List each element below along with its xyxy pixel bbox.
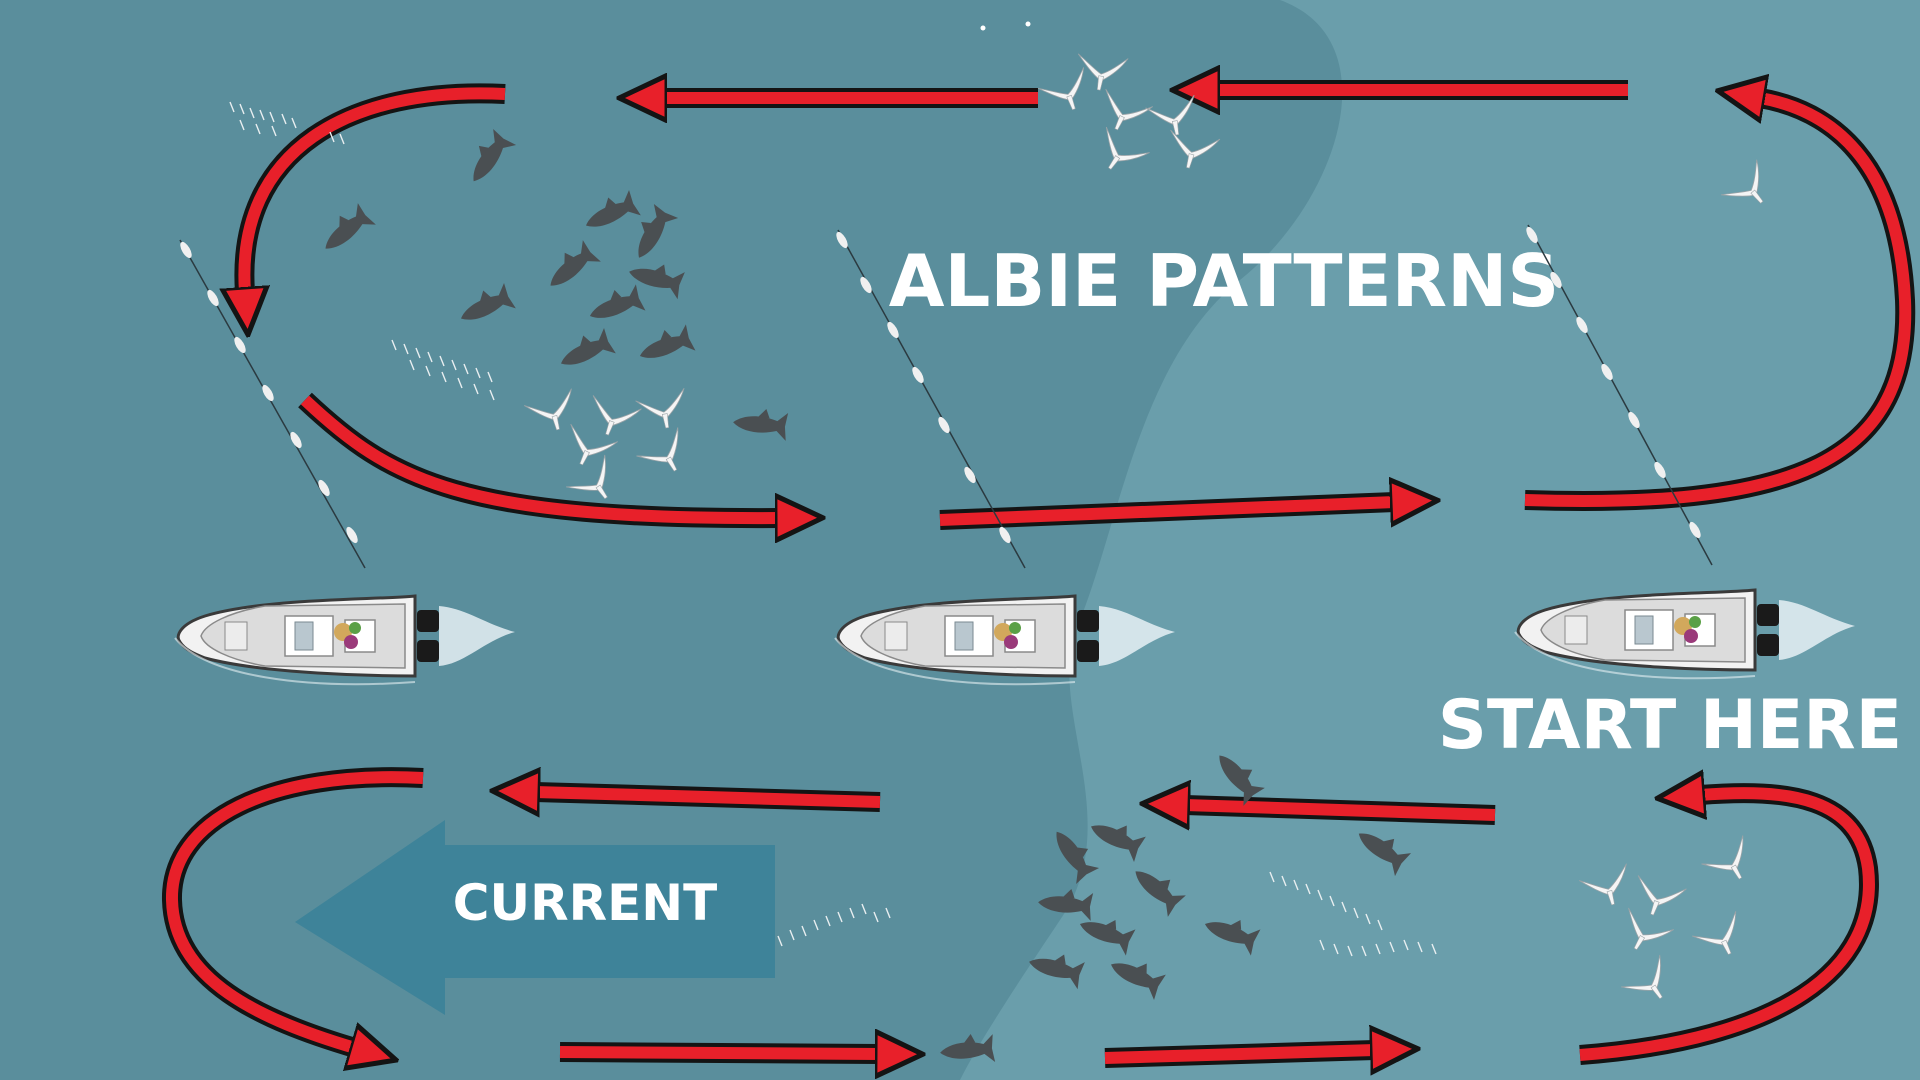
fishing-line-middle (836, 229, 1026, 569)
lure-icon (180, 241, 192, 259)
lure-icon (999, 526, 1011, 544)
lure-icon (346, 526, 358, 544)
route-arrow-bottom-left-curve (161, 767, 424, 1048)
route-arrow-top-left-curve (244, 83, 506, 292)
lure-icon (1601, 363, 1613, 381)
baitfish-school-top-left (229, 101, 345, 145)
fishing-line-left (179, 239, 366, 569)
lure-icon (262, 384, 274, 402)
lure-icon (318, 479, 330, 497)
route-arrow-bottom-3 (559, 1052, 880, 1054)
baitfish-top-specks (980, 21, 1031, 31)
lure-icon (234, 336, 246, 354)
baitfish-school-bottom-left (777, 903, 891, 947)
lure-icon (1628, 411, 1640, 429)
lure-icon (1550, 271, 1562, 289)
current-arrow (295, 820, 775, 1015)
route-arrow-middle-1 (298, 392, 780, 518)
route-arrow-bottom-1 (1185, 805, 1496, 815)
diagram-title: ALBIE PATTERNS (889, 239, 1559, 323)
lure-icon (938, 416, 950, 434)
lure-icon (912, 366, 924, 384)
lure-icon (207, 289, 219, 307)
route-arrow-middle-2 (939, 502, 1395, 530)
route-arrow-bottom-2 (535, 792, 881, 802)
lure-icon (887, 321, 899, 339)
lure-icon (836, 231, 848, 249)
baitfish-school-bottom-right (1269, 871, 1437, 957)
lure-icon (1654, 461, 1666, 479)
lure-icon (1689, 521, 1701, 539)
baitfish-schools (229, 21, 1437, 957)
fishing-line-right (1526, 224, 1713, 566)
current-label: CURRENT (453, 874, 717, 932)
lure-icon (1526, 226, 1538, 244)
route-arrows (161, 83, 1916, 1065)
start-here-label: START HERE (1438, 686, 1902, 765)
route-arrow-bottom-4 (1104, 1050, 1375, 1058)
lure-icon (964, 466, 976, 484)
baitfish-school-middle (391, 339, 495, 401)
lure-icon (290, 431, 302, 449)
fishing-lines (179, 224, 1713, 569)
route-arrow-bottom-right-curve (1579, 793, 1879, 1065)
lure-icon (860, 276, 872, 294)
lure-icon (1576, 316, 1588, 334)
route-arrow-right-loop (1524, 98, 1916, 511)
